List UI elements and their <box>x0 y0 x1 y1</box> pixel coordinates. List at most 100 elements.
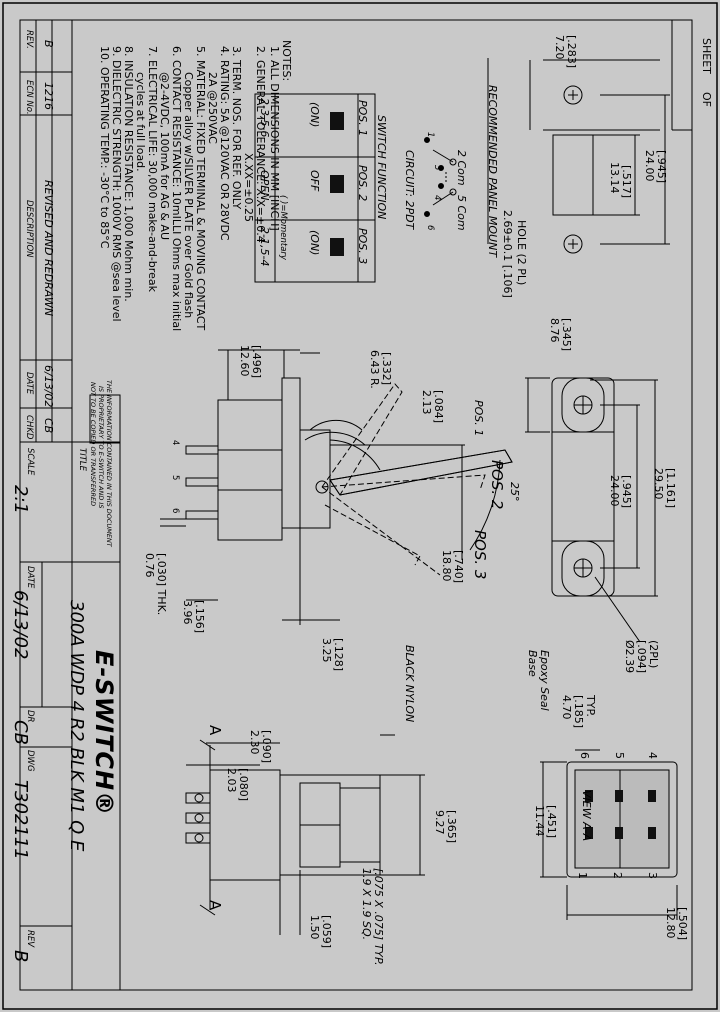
aa-pin-2: 2 <box>611 872 624 879</box>
side-radius-inch: [.332] <box>380 352 393 386</box>
top-dim1: 8.76 <box>548 318 561 343</box>
aa-d2-inch: [.451] <box>545 805 558 839</box>
circuit-com-right: 5 Com <box>455 195 468 231</box>
top-dim1-inch: [.345] <box>560 318 573 352</box>
side-w1: 12.60 <box>238 345 251 377</box>
proprietary-line-3: NOT TO BE COPIED OR TRANSFERRED <box>89 382 97 507</box>
panel-dim2: 24.00 <box>643 150 656 182</box>
note-line-8: Copper alloy w/SILVER PLATE over Gold fl… <box>182 72 195 319</box>
top-dim2-inch: [1.161] <box>664 468 677 509</box>
sheet-label: SHEET <box>700 38 713 74</box>
side-w1-inch: [.496] <box>250 345 263 379</box>
scale-value: 2:1 <box>10 485 31 514</box>
date-label: DATE <box>25 566 35 589</box>
rev-value: B <box>42 40 55 48</box>
scale-label: SCALE <box>25 448 35 476</box>
pos2-state: OFF <box>308 170 321 192</box>
note-line-7: 5. MATERIAL: FIXED TERMINAL & MOVING CON… <box>194 46 207 331</box>
pos2-terminals: OPEN <box>258 170 271 201</box>
circuit-pin-4: 4 <box>432 195 442 201</box>
aa-d1-typ: TYP. <box>584 695 597 717</box>
front-term-size-inch: [.075 X .075] TYP. <box>372 868 385 966</box>
side-thk: 0.76 <box>143 553 156 578</box>
side-nylon-label: BLACK NYLON <box>403 645 416 723</box>
rev-label-title: REV <box>25 930 35 948</box>
date-value-title: 6/13/02 <box>10 590 31 660</box>
note-line-4: 3. TERM. NOS. FOR REF. ONLY <box>230 46 243 210</box>
of-label: OF <box>700 92 713 107</box>
aa-pin-1: 1 <box>576 872 589 879</box>
date-value: 6/13/02 <box>42 365 55 408</box>
front-term-size: 1.9 X 1.9 SQ. <box>360 868 373 941</box>
front-d3-inch: [.365] <box>445 810 458 844</box>
chkd-value: CB <box>42 418 55 434</box>
aa-pin-5: 5 <box>613 752 626 759</box>
view-aa-title: VIEW A-A <box>580 790 593 842</box>
side-term-6: 6 <box>170 508 180 514</box>
switch-function-title: SWITCH FUNCTION <box>375 115 388 220</box>
top-hole-inch: [.094] <box>635 640 648 674</box>
front-d4-inch: [.059] <box>320 915 333 949</box>
side-w2: 2.13 <box>420 390 433 415</box>
note-line-3: X.XX=±0.25 <box>242 153 255 223</box>
pos3-header: POS. 3 <box>356 228 369 265</box>
front-d2: 2.03 <box>225 768 238 793</box>
title-label: TITLE <box>77 448 87 471</box>
side-h3: 3.25 <box>320 638 333 663</box>
aa-d1: 4.70 <box>560 695 573 720</box>
panel-mount-title: RECOMMENDED PANEL MOUNT <box>486 85 499 258</box>
pos2-header: POS. 2 <box>356 165 369 202</box>
top-dim3: 24.00 <box>608 475 621 507</box>
side-h1-inch: [.740] <box>452 550 465 584</box>
side-h3-inch: [.128] <box>332 638 345 672</box>
section-label-a-top: A <box>206 725 224 736</box>
pos1-state: (ON) <box>308 102 321 128</box>
aa-d1-inch: [.185] <box>572 695 585 729</box>
note-line-13: 8. INSULATION RESISTANCE: 1,000 Mohm min… <box>122 46 135 302</box>
panel-hole-qty: HOLE (2 PL) <box>515 220 528 286</box>
section-label-a-bottom: A <box>206 900 224 911</box>
top-dim3-inch: [.945] <box>620 475 633 509</box>
note-line-2: 2. GENERAL TOLERANCE: X.X=±0.4 <box>254 46 267 243</box>
top-hole-dim: Ø2.39 <box>623 640 636 674</box>
panel-dim2-inch: [.945] <box>655 150 668 184</box>
rev-col-label: REV. <box>24 30 34 49</box>
note-line-5: 4. RATING: 5A @120VAC OR 28VDC <box>218 46 231 241</box>
circuit-pin-6: 6 <box>425 225 435 231</box>
desc-col-label: DESCRIPTION <box>24 200 34 258</box>
side-h1: 18.80 <box>440 550 453 582</box>
dr-value: CB <box>10 720 31 745</box>
circuit-pin-3: 3 <box>432 165 442 171</box>
dwg-label: DWG <box>25 750 35 772</box>
note-line-15: 10. OPERATING TEMP.: -30°C to 85°C <box>98 46 111 249</box>
front-d2-inch: [.080] <box>237 768 250 802</box>
note-line-9: 6. CONTACT RESISTANCE: 10mILLI Ohms max … <box>170 46 183 332</box>
rev-value-title: B <box>10 950 31 963</box>
note-line-14: 9. DIELECTRIC STRENGTH: 1000V RMS @sea l… <box>110 46 123 322</box>
aa-pin-4: 4 <box>646 752 659 759</box>
base-label: Base <box>526 650 539 677</box>
top-dim2: 29.50 <box>652 468 665 500</box>
side-pos3: POS. 3 <box>471 530 489 580</box>
ecn-col-label: ECN No. <box>24 80 34 115</box>
date-col-label: DATE <box>24 372 34 395</box>
ecn-value: 1216 <box>42 82 55 110</box>
chkd-col-label: CHKD <box>24 415 34 440</box>
side-h2: 3.96 <box>181 600 194 625</box>
circuit-pin-1: 1 <box>425 132 435 138</box>
side-thk-inch: [.030] THK. <box>155 553 168 616</box>
notes-heading: NOTES: <box>280 40 293 82</box>
panel-dim1: 7.20 <box>553 35 566 60</box>
proprietary-line-2: IS PROPRIETARY TO E-SWITCH AND IS <box>97 386 105 509</box>
side-pos1: POS. 1 <box>472 400 485 437</box>
note-line-11: 7. ELECTRICAL LIFE: 30,000 make-and-brea… <box>146 46 159 292</box>
side-h2-inch: [.156] <box>193 600 206 634</box>
circuit-title: CIRCUIT: 2PDT <box>403 150 416 230</box>
side-w2-inch: [.084] <box>432 390 445 424</box>
note-line-6: 2A @250VAC <box>206 72 219 144</box>
front-d3: 9.27 <box>433 810 446 835</box>
panel-hole-dim: 2.69±0.1 [.106] <box>501 210 514 298</box>
proprietary-line-1: THE INFORMATION CONTAINED IN THIS DOCUME… <box>105 380 113 547</box>
